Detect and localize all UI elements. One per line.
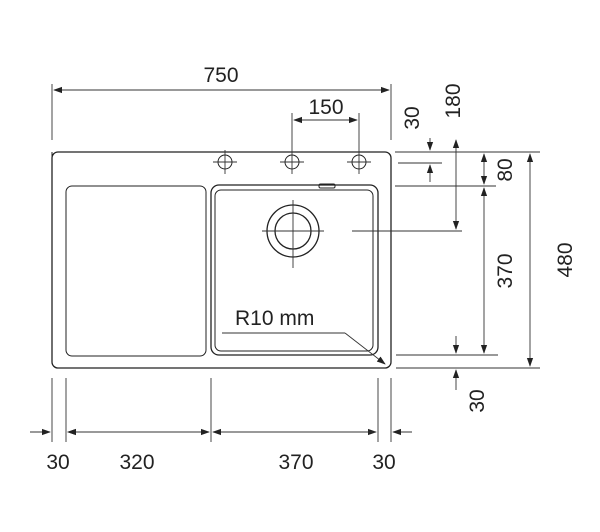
label-top-to-hole: 30	[401, 106, 424, 129]
tap-hole-left	[213, 150, 237, 174]
label-corner-radius: R10 mm	[235, 307, 314, 330]
label-top-to-bowl: 80	[494, 158, 517, 181]
label-overall-depth: 480	[554, 242, 577, 277]
label-bowl-width: 370	[278, 451, 313, 474]
tap-hole-middle	[280, 150, 304, 174]
bowl	[210, 184, 379, 356]
label-bowl-to-bottom: 30	[466, 389, 489, 412]
label-overall-width: 750	[203, 64, 238, 87]
drainer-area	[65, 185, 207, 357]
dim-tap-spacing	[291, 113, 360, 150]
label-bowl-depth: 370	[494, 253, 517, 288]
label-drainer-width: 320	[119, 451, 154, 474]
label-top-to-bowl-center: 180	[442, 83, 465, 118]
tap-hole-right	[347, 150, 371, 174]
label-tap-spacing: 150	[308, 96, 343, 119]
label-right-margin: 30	[372, 451, 395, 474]
label-left-margin: 30	[46, 451, 69, 474]
sink-outline	[51, 151, 392, 369]
radius-leader	[222, 332, 386, 365]
dim-overall-width	[51, 84, 392, 140]
dim-bottom-chain	[30, 378, 412, 442]
overflow-slot	[318, 183, 336, 189]
drain-waste	[262, 200, 324, 268]
